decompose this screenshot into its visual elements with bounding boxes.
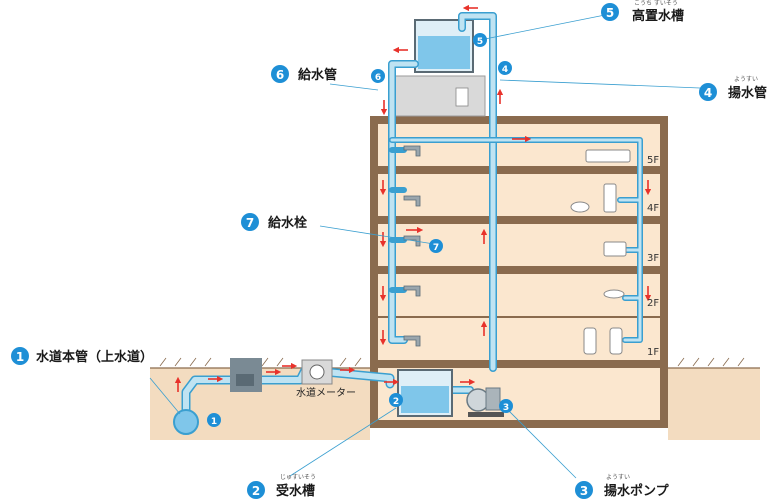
floor-label-2f: 2F (647, 298, 659, 309)
callout-4: 4 ようすい 揚水管 (699, 76, 767, 101)
fixture-branch-pipes-inner (390, 138, 642, 342)
callout-2-ruby: じゅすいそう (280, 474, 316, 481)
rooftop-machine-room (392, 75, 486, 117)
faucet-5f (403, 145, 421, 157)
callout-6-num: 6 (276, 68, 284, 82)
diagram-badges: 1 2 3 4 5 6 7 (207, 33, 513, 427)
callout-3-ruby: ようすい (606, 474, 630, 481)
callout-2: 2 じゅすいそう 受水槽 (247, 474, 316, 499)
callout-5: 5 こうち すいそう 高置水槽 (601, 0, 684, 24)
callout-5-text: 高置水槽 (632, 8, 684, 24)
callout-2-num: 2 (252, 484, 260, 498)
water-pipes (181, 12, 643, 417)
diagram-badge-7-num: 7 (433, 243, 439, 253)
water-meter-dial (309, 364, 325, 380)
callout-1: 1 水道本管（上水道） (11, 347, 153, 365)
faucet-2f (403, 285, 421, 297)
receiving-tank-water (401, 386, 449, 413)
fixtures (570, 149, 631, 355)
callout-1-text: 水道本管（上水道） (36, 349, 153, 365)
faucets (403, 145, 421, 347)
toilet-tank-4f (603, 183, 617, 213)
floor-label-3f: 3F (647, 253, 659, 264)
callout-3: 3 ようすい 揚水ポンプ (575, 474, 670, 499)
sink-3f (603, 241, 627, 257)
water-meter-label: 水道メーター (296, 386, 356, 399)
water-main (173, 409, 199, 435)
basin-2f (603, 289, 625, 299)
diagram-badge-6-num: 6 (375, 73, 381, 83)
leader-lines (149, 13, 701, 479)
faucet-3f (403, 235, 421, 247)
floor-labels: 5F 4F 3F 2F 1F (647, 155, 659, 358)
callout-2-text: 受水槽 (276, 483, 315, 499)
faucet-1f (403, 335, 421, 347)
callout-3-num: 3 (580, 484, 588, 498)
callout-1-num: 1 (16, 350, 24, 364)
bathtub-5f (585, 149, 631, 163)
valve-box-body (236, 374, 254, 386)
diagram-badge-2-num: 2 (393, 397, 399, 407)
callout-4-num: 4 (704, 86, 712, 100)
callout-7-text: 給水栓 (268, 215, 307, 231)
elevated-tank-water (418, 36, 470, 69)
callout-4-ruby: ようすい (734, 76, 758, 83)
faucet-4f (403, 195, 421, 207)
callout-4-text: 揚水管 (728, 85, 767, 101)
ground-hatching (159, 357, 745, 367)
lift-pump-motor (485, 387, 501, 411)
urinal-1f-b (609, 327, 623, 355)
diagram-badge-5-num: 5 (477, 37, 483, 47)
ground (150, 368, 760, 440)
diagram-badge-1-num: 1 (211, 417, 217, 427)
lift-pump-base (468, 412, 504, 417)
riser-pipe-inner (459, 13, 496, 371)
machine-room-panel (455, 87, 469, 107)
callout-5-ruby: こうち すいそう (634, 0, 678, 7)
callout-3-text: 揚水ポンプ (604, 483, 670, 499)
service-pipe-inner (183, 367, 393, 415)
flow-arrows (174, 4, 652, 392)
supply-main-pipe-inner (389, 61, 418, 343)
callout-5-num: 5 (606, 6, 614, 20)
callout-6: 6 給水管 (271, 65, 337, 83)
floor-label-1f: 1F (647, 347, 659, 358)
floor-label-4f: 4F (647, 203, 659, 214)
toilet-bowl-4f (570, 201, 590, 213)
diagram-badge-4-num: 4 (502, 65, 508, 75)
callout-6-text: 給水管 (298, 67, 337, 83)
diagram-badge-3-num: 3 (503, 403, 509, 413)
callout-7-num: 7 (246, 216, 254, 230)
room-4f (378, 174, 660, 216)
urinal-1f-a (583, 327, 597, 355)
floor-label-5f: 5F (647, 155, 659, 166)
callout-7: 7 給水栓 (241, 213, 307, 231)
